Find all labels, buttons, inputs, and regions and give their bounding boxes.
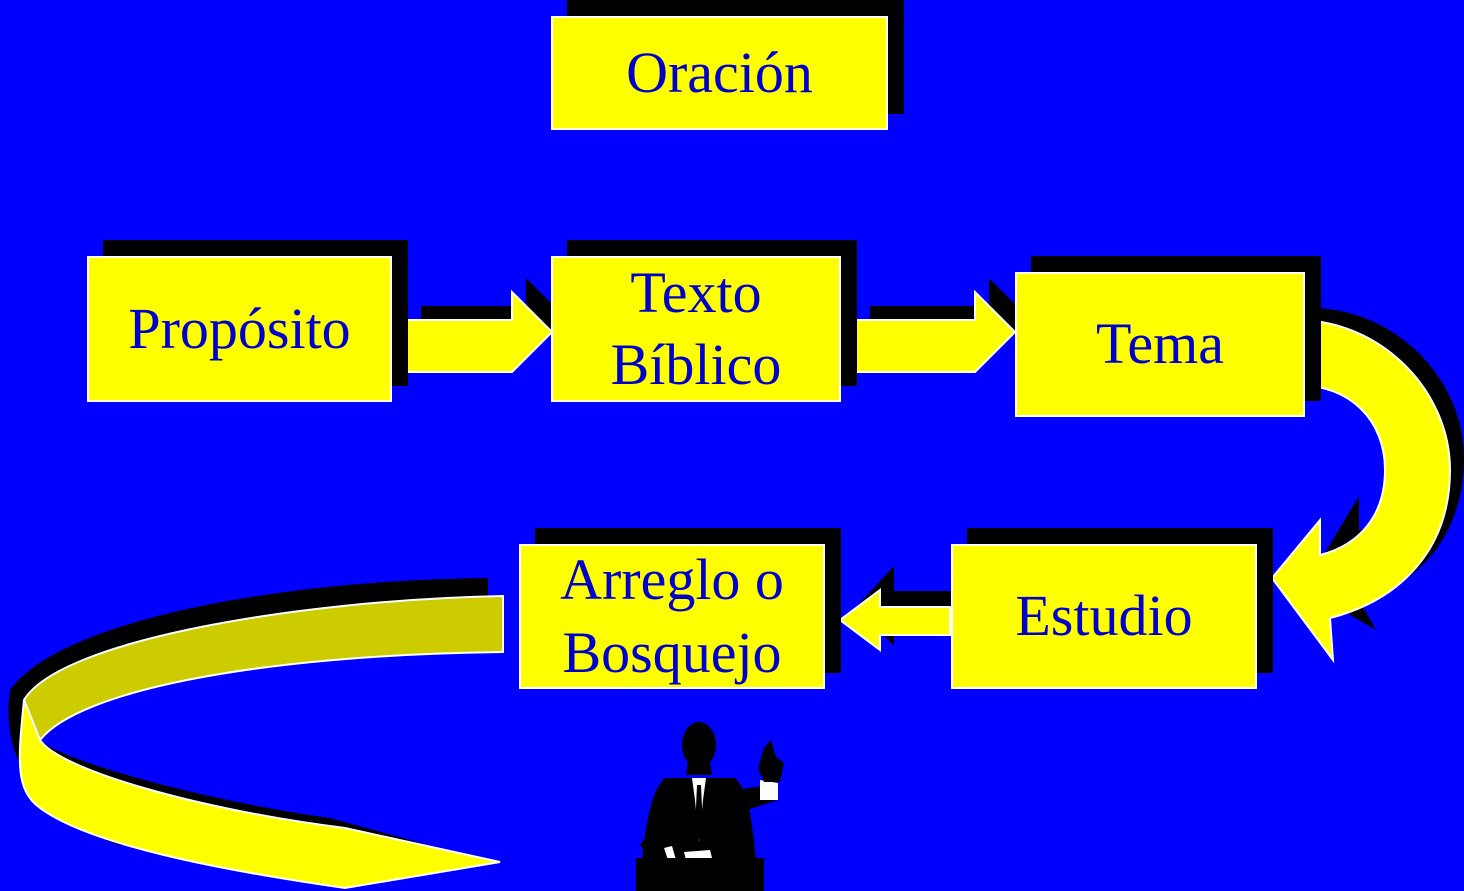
node-tema-label: Tema bbox=[1096, 311, 1224, 377]
node-tema: Tema bbox=[1015, 272, 1305, 417]
arrow-proposito-to-texto bbox=[390, 278, 566, 373]
ribbon-arrow-arreglo-to-preacher bbox=[8, 578, 504, 890]
node-oracion-label: Oración bbox=[626, 39, 813, 105]
arrow-texto-to-tema bbox=[839, 278, 1029, 373]
node-arreglo-bosquejo-label: Arreglo o Bosquejo bbox=[560, 547, 784, 685]
node-proposito-label: Propósito bbox=[128, 295, 351, 361]
node-proposito: Propósito bbox=[87, 256, 392, 402]
preacher-at-pulpit-icon bbox=[636, 722, 784, 891]
node-oracion: Oración bbox=[551, 16, 888, 130]
curved-arrow-tema-to-estudio bbox=[1270, 308, 1464, 664]
arrow-estudio-to-arreglo bbox=[838, 566, 980, 652]
node-estudio-label: Estudio bbox=[1015, 583, 1193, 649]
node-estudio: Estudio bbox=[951, 544, 1257, 689]
node-arreglo-bosquejo: Arreglo o Bosquejo bbox=[519, 544, 825, 689]
node-texto-biblico: Texto Bíblico bbox=[551, 256, 841, 402]
node-texto-biblico-label: Texto Bíblico bbox=[610, 259, 782, 398]
